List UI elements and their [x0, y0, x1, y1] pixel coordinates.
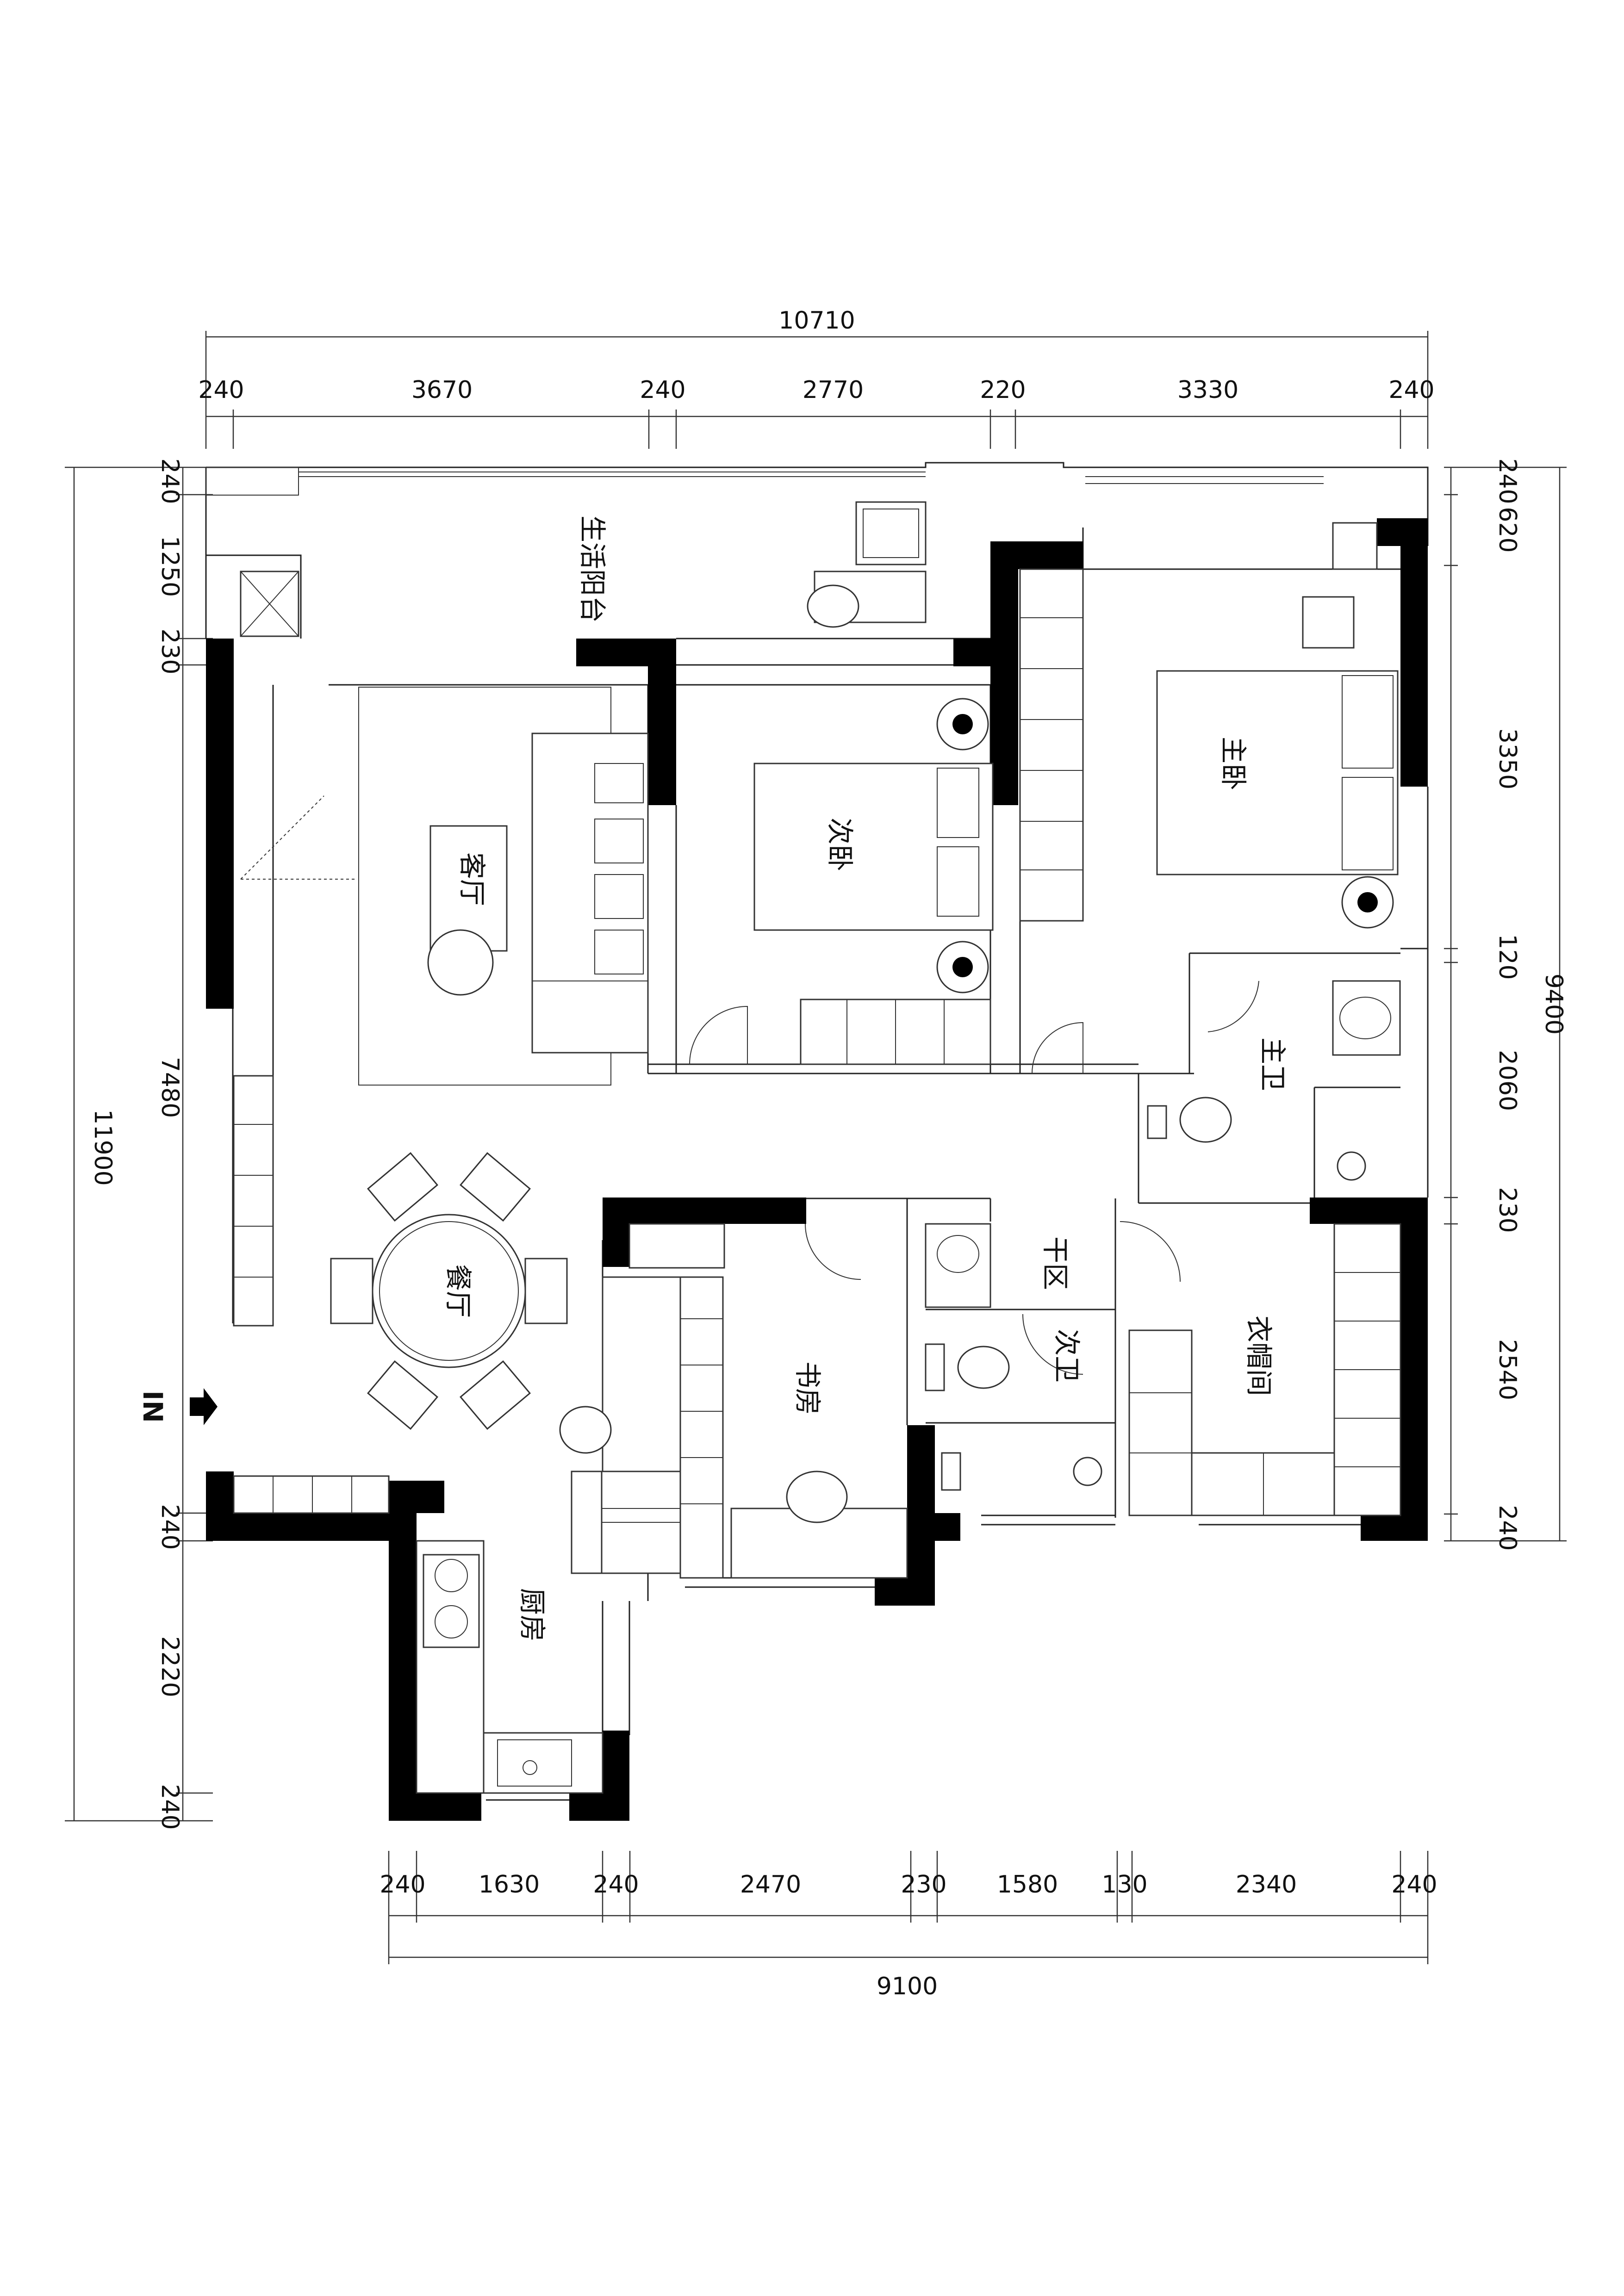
chair-right	[524, 1258, 568, 1324]
study-chair	[786, 1471, 848, 1523]
dim-right-7: 2540	[1493, 1339, 1521, 1400]
dim-top-4: 2770	[803, 376, 864, 404]
chair-bottom-left	[367, 1360, 439, 1430]
dim-top-6: 3330	[1177, 376, 1238, 404]
room-labels: 生活阳台 客厅 次卧 主卧 主卫 餐厅 干区 次卫 衣帽间 书房 厨房	[442, 515, 1288, 1642]
master-basin	[1332, 980, 1401, 1056]
dim-left-1: 240	[156, 458, 184, 504]
living-room-furniture	[233, 732, 649, 1327]
dim-right-8: 240	[1493, 1505, 1521, 1551]
dimension-bottom: 240 1630 240 2470 230 1580 130 2340 240 …	[380, 1851, 1437, 2000]
study-furniture	[559, 1223, 908, 1579]
dining-cabinet	[233, 1475, 390, 1514]
room-label-second-bath: 次卫	[1051, 1329, 1083, 1383]
sofa	[531, 732, 649, 1054]
study-top-cabinet	[628, 1223, 725, 1269]
person-figure	[807, 584, 859, 628]
washing-machine	[855, 501, 927, 565]
dim-right-4: 120	[1493, 934, 1521, 980]
kitchen-cabinet-right	[571, 1471, 603, 1574]
room-label-dry-area: 干区	[1039, 1236, 1071, 1290]
dim-top-total: 10710	[778, 307, 855, 335]
stove	[423, 1554, 480, 1648]
corridor-fixtures	[925, 1221, 1181, 1491]
second-toilet	[957, 1346, 1010, 1389]
master-bedroom-furniture	[1019, 522, 1399, 1074]
entrance-label: IN	[137, 1390, 168, 1423]
dimension-left: 240 1250 230 7480 240 2220 240 11900	[65, 458, 213, 1830]
wardrobe-master	[1019, 568, 1084, 922]
room-label-living: 客厅	[456, 852, 488, 906]
room-label-study: 书房	[792, 1361, 823, 1415]
dim-left-4: 7480	[156, 1057, 184, 1118]
dim-left-total: 11900	[89, 1109, 117, 1185]
room-label-master-bath: 主卫	[1257, 1037, 1288, 1091]
dim-right-2: 620	[1493, 507, 1521, 552]
dim-bottom-2: 1630	[479, 1871, 540, 1899]
dim-left-3: 230	[156, 628, 184, 674]
dimension-right: 240 620 3350 120 2060 230 2540 240 9400	[1444, 458, 1568, 1551]
kitchen-fixtures	[416, 1471, 681, 1794]
room-label-balcony: 生活阳台	[577, 515, 608, 623]
dim-right-total: 9400	[1540, 974, 1568, 1035]
dim-right-6: 230	[1493, 1187, 1521, 1233]
dim-top-3: 240	[640, 376, 685, 404]
dim-right-5: 2060	[1493, 1050, 1521, 1111]
room-label-cloakroom: 衣帽间	[1243, 1316, 1275, 1396]
study-desk	[602, 1276, 681, 1482]
dim-bottom-5: 230	[901, 1871, 946, 1899]
coffee-table	[429, 825, 508, 952]
dim-right-3: 3350	[1493, 728, 1521, 789]
second-bedroom-furniture	[689, 698, 994, 1065]
dim-left-6: 2220	[156, 1636, 184, 1697]
bookshelf	[679, 1276, 724, 1579]
master-bed	[1156, 670, 1399, 875]
room-label-kitchen: 厨房	[516, 1588, 548, 1642]
dim-bottom-7: 130	[1101, 1871, 1147, 1899]
dry-area-basin	[925, 1223, 991, 1308]
dimension-top: 10710 240 3670 240 2770 220 3330 240	[198, 307, 1435, 449]
entrance-marker: IN	[137, 1388, 218, 1425]
tv-cabinet	[233, 1075, 274, 1327]
chair-left	[330, 1258, 373, 1324]
side-table	[427, 929, 494, 996]
chair-top-left	[367, 1152, 439, 1222]
master-bath-fixtures	[1147, 980, 1401, 1181]
walls	[206, 518, 1428, 1821]
person-figure-study	[559, 1406, 612, 1454]
second-shower	[1073, 1457, 1102, 1486]
dim-bottom-3: 240	[593, 1871, 639, 1899]
cloak-wardrobe-left	[1128, 1329, 1193, 1516]
dim-top-5: 220	[980, 376, 1026, 404]
dim-top-7: 240	[1388, 376, 1434, 404]
balcony-fixtures	[240, 501, 927, 637]
dim-bottom-6: 1580	[997, 1871, 1058, 1899]
dim-bottom-total: 9100	[877, 1973, 938, 2000]
dim-bottom-4: 2470	[740, 1871, 801, 1899]
dim-top-1: 240	[198, 376, 244, 404]
dim-left-5: 240	[156, 1504, 184, 1550]
master-desk	[1302, 596, 1355, 649]
room-label-second-bedroom: 次卧	[824, 818, 856, 871]
master-toilet	[1179, 1097, 1232, 1143]
cloakroom-furniture	[1128, 1223, 1401, 1516]
dim-left-2: 1250	[156, 536, 184, 597]
dim-bottom-1: 240	[380, 1871, 425, 1899]
room-label-dining: 餐厅	[442, 1264, 474, 1318]
kitchen-counter-bottom	[483, 1732, 604, 1794]
master-cabinet	[1332, 522, 1378, 570]
dining-furniture	[233, 1152, 568, 1514]
dim-bottom-9: 240	[1391, 1871, 1437, 1899]
dim-right-1: 240	[1493, 458, 1521, 504]
room-label-master-bedroom: 主卧	[1218, 737, 1249, 790]
shower-head	[1337, 1151, 1366, 1181]
dim-bottom-8: 2340	[1236, 1871, 1297, 1899]
chair-bottom-right	[459, 1360, 531, 1430]
chair-top-right	[459, 1152, 531, 1222]
dim-left-7: 240	[156, 1784, 184, 1830]
dim-top-2: 3670	[411, 376, 473, 404]
